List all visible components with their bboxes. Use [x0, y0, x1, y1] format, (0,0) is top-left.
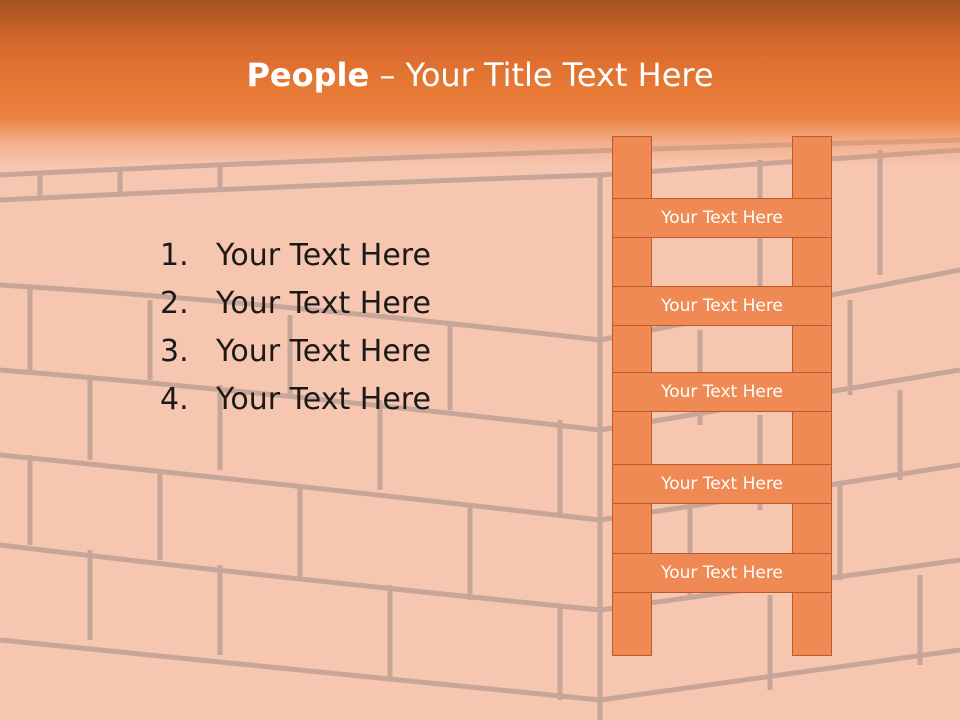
list-text: Your Text Here	[216, 286, 431, 321]
list-item: 4. Your Text Here	[160, 376, 431, 424]
title-rest: – Your Title Text Here	[369, 56, 714, 94]
list-number: 4.	[160, 382, 189, 417]
list-number: 3.	[160, 334, 189, 369]
list-number: 2.	[160, 286, 189, 321]
list-text: Your Text Here	[216, 334, 431, 369]
list-item: 1. Your Text Here	[160, 232, 431, 280]
ladder-rung-3: Your Text Here	[612, 372, 832, 412]
ladder-diagram: Your Text Here Your Text Here Your Text …	[612, 136, 834, 658]
numbered-list: 1. Your Text Here 2. Your Text Here 3. Your…	[160, 232, 431, 424]
list-item: 3. Your Text Here	[160, 328, 431, 376]
ladder-rung-5: Your Text Here	[612, 553, 832, 593]
ladder-rung-4: Your Text Here	[612, 464, 832, 504]
list-item: 2. Your Text Here	[160, 280, 431, 328]
title-bold: People	[246, 56, 370, 94]
list-text: Your Text Here	[216, 238, 431, 273]
ladder-rung-1: Your Text Here	[612, 198, 832, 238]
list-number: 1.	[160, 238, 189, 273]
slide-title: People – Your Title Text Here	[0, 52, 960, 98]
list-text: Your Text Here	[216, 382, 431, 417]
ladder-rung-2: Your Text Here	[612, 286, 832, 326]
